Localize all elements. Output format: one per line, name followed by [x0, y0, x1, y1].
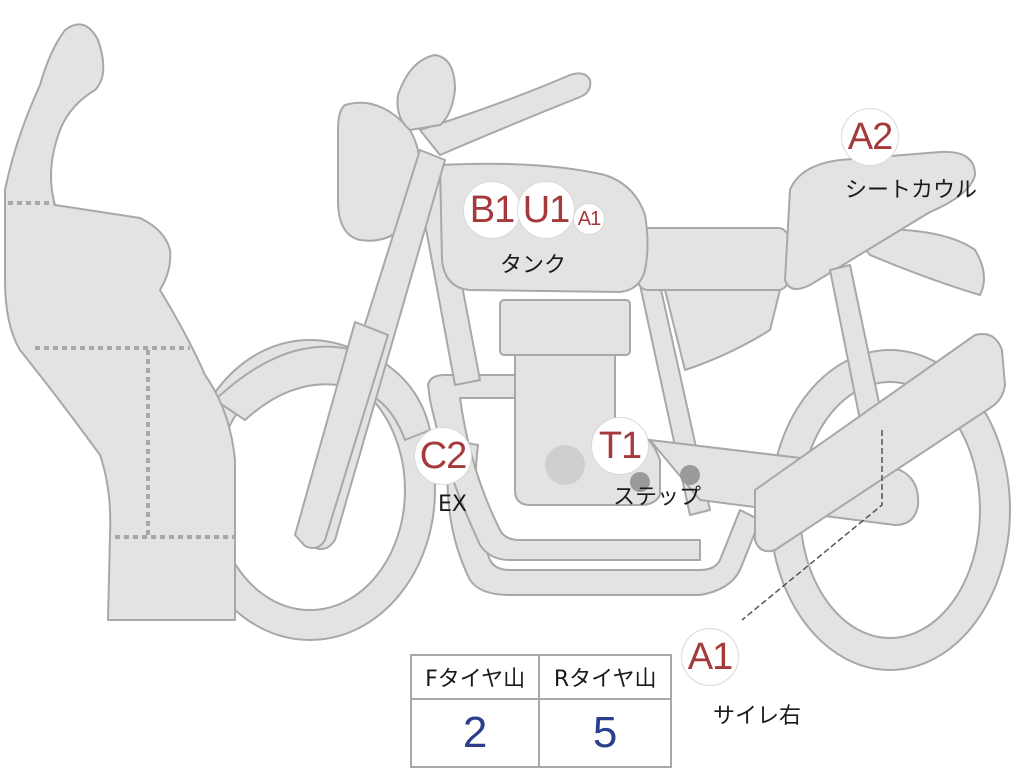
seat-cowl-shape: [784, 150, 976, 290]
front-fork-lower: [294, 321, 389, 549]
seat: [637, 227, 789, 291]
tire-tread-table: Fタイヤ山 Rタイヤ山 2 5: [409, 654, 672, 768]
badge-t1: T1: [591, 417, 649, 475]
rear-fender: [849, 228, 985, 296]
label-seat-cowl: シートカウル: [845, 178, 978, 203]
header-rear-tire: Rタイヤ山: [538, 654, 672, 700]
step-peg-left: [630, 472, 650, 492]
badge-u1: U1: [517, 181, 575, 239]
badge-b1: B1: [463, 181, 521, 239]
badge-a1-small: A1: [573, 203, 605, 235]
mirror: [396, 54, 456, 131]
label-tank: タンク: [500, 253, 567, 278]
rider-leg: [4, 23, 236, 621]
silencer-marker-line: [741, 430, 883, 621]
label-step: ステップ: [613, 485, 702, 510]
silencer: [754, 333, 1006, 553]
badge-a2: A2: [841, 108, 899, 166]
value-front-tire: 2: [409, 698, 541, 768]
badge-c2: C2: [414, 427, 472, 485]
value-rear-tire: 5: [538, 698, 672, 768]
side-panel: [664, 289, 781, 371]
step-peg-right: [680, 465, 700, 485]
engine-head: [499, 299, 631, 356]
engine-cover: [545, 445, 585, 485]
label-silencer-right: サイレ右: [713, 704, 802, 729]
handlebar: [419, 72, 592, 156]
rear-wheel: [769, 349, 1011, 671]
header-front-tire: Fタイヤ山: [409, 654, 541, 700]
label-ex: EX: [438, 492, 467, 517]
badge-a1: A1: [681, 628, 739, 686]
